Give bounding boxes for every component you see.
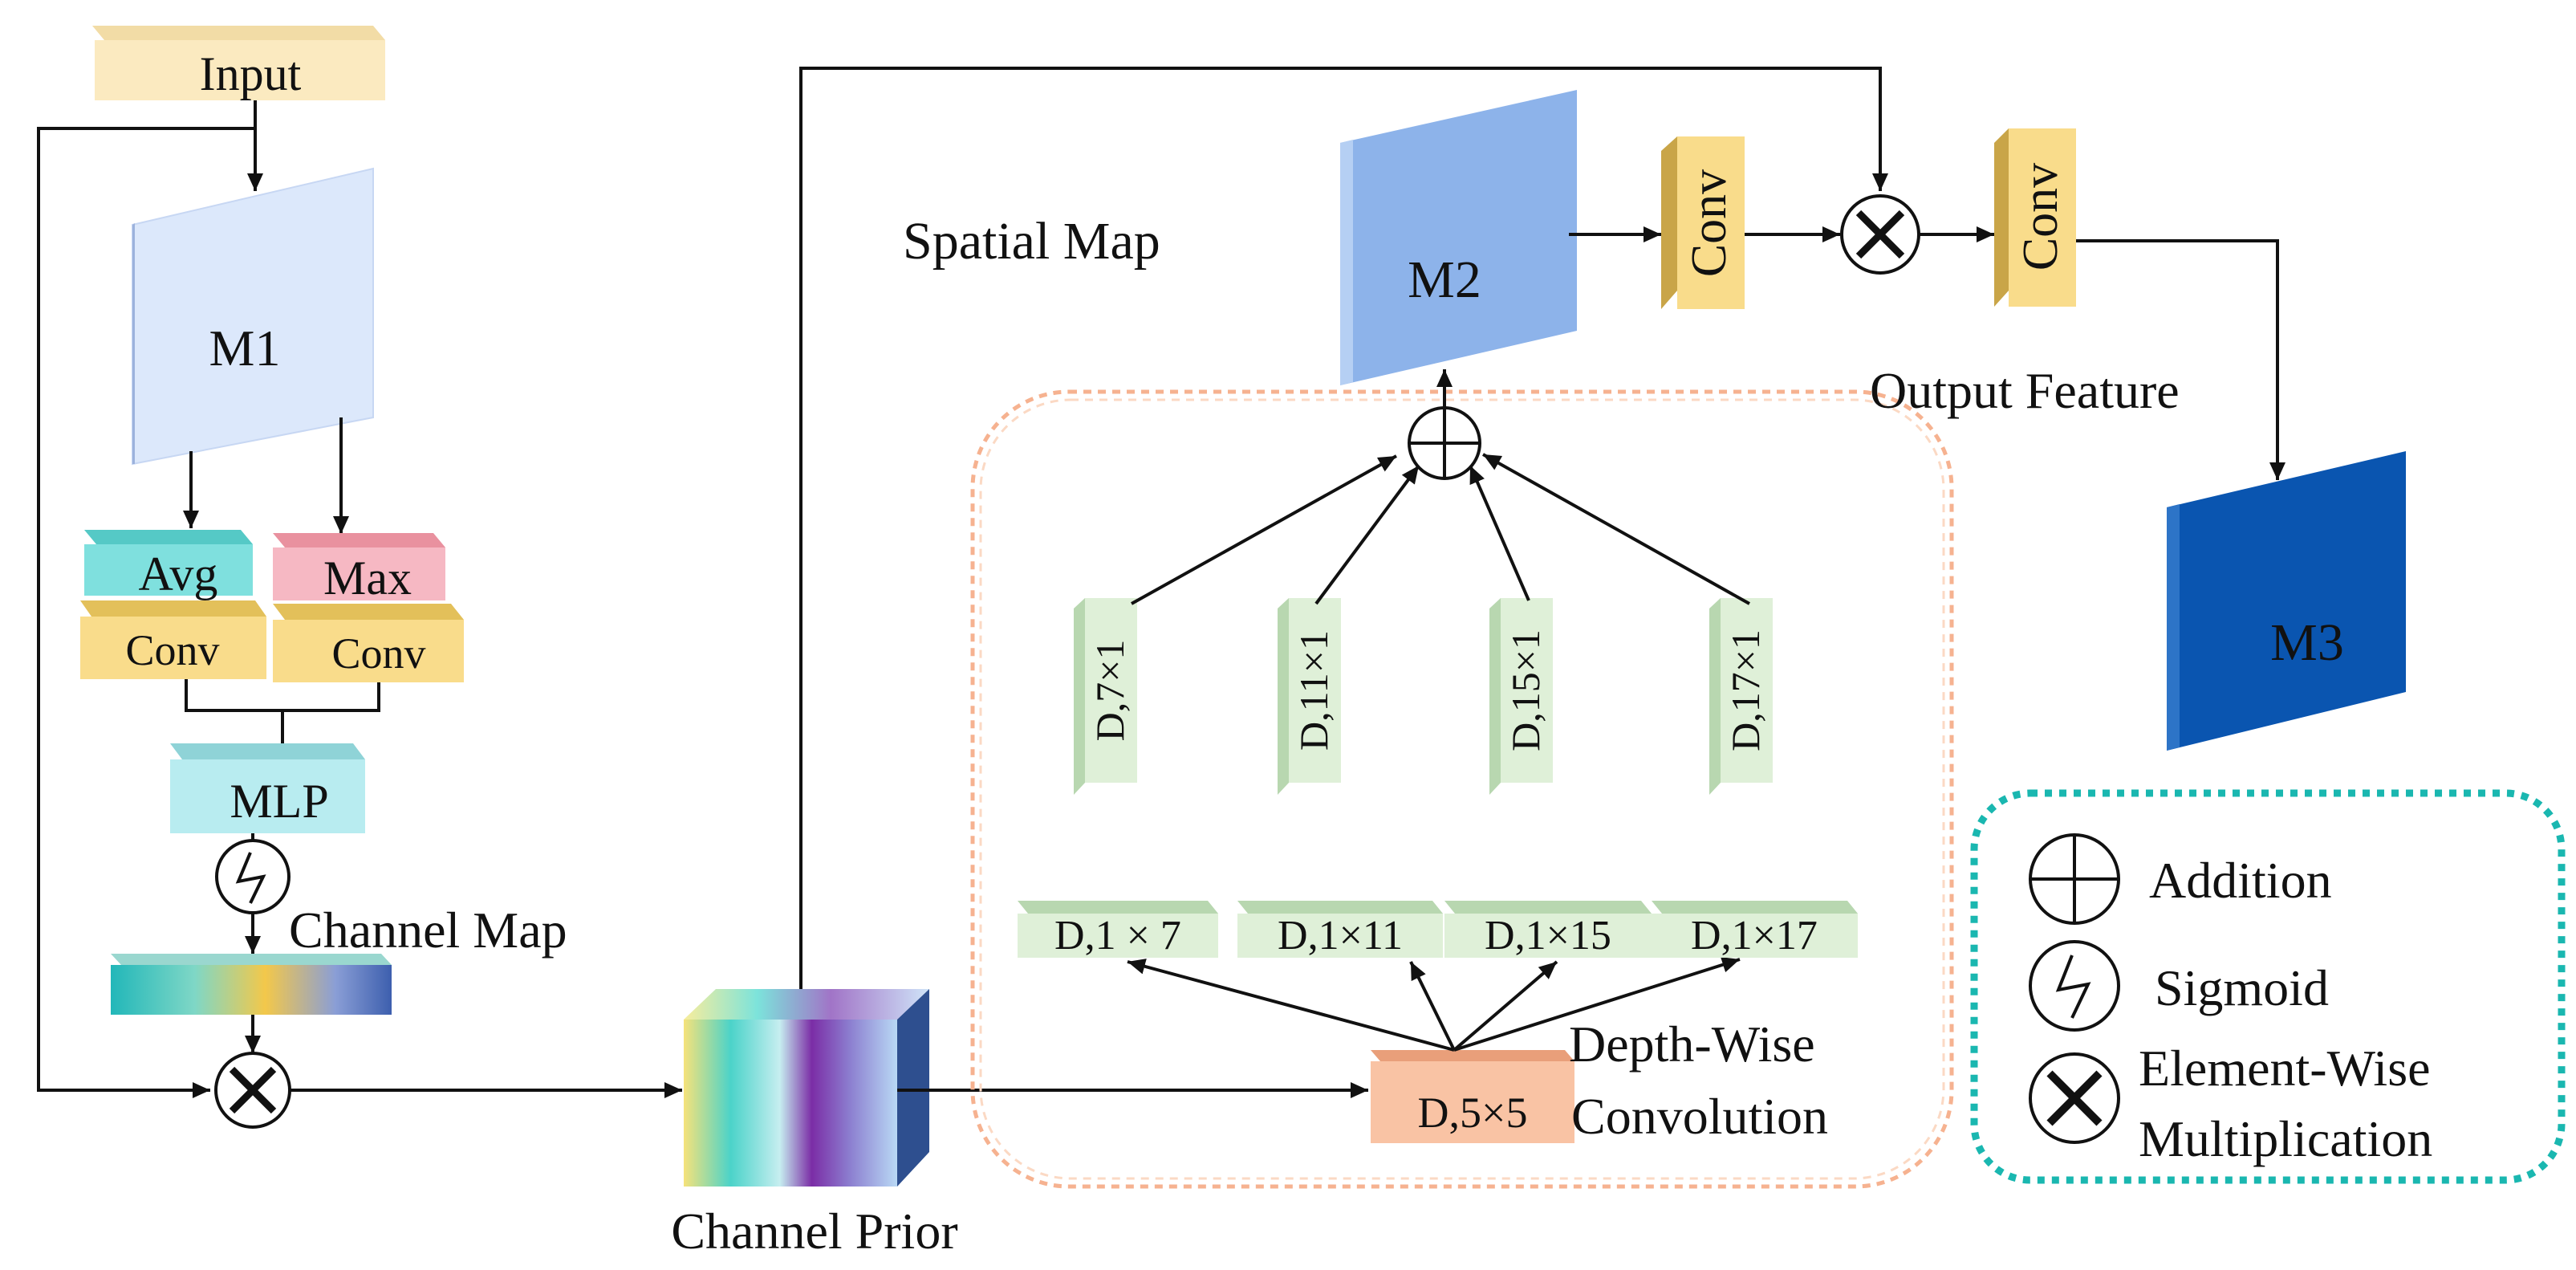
legend-addition-icon (2029, 833, 2120, 925)
conv-out-label: Conv (2013, 163, 2068, 271)
addition-icon (1408, 406, 1481, 480)
avg-pool-block: Avg (84, 530, 253, 600)
max-pool-block: Max (273, 533, 445, 604)
legend-box (1970, 789, 2566, 1184)
m2-label: M2 (1408, 250, 1481, 309)
channel-map-bar (111, 954, 392, 1015)
d5x5-block: D,5×5 (1371, 1050, 1574, 1143)
conv-left-block: Conv (80, 600, 266, 679)
d5x5-to-h7-arrow (1127, 959, 1455, 1052)
mlp-block: MLP (170, 743, 365, 833)
legend-multiplication-label-2: Multiplication (2139, 1110, 2432, 1167)
dw-v-7x1: D,7×1 (1074, 598, 1137, 795)
dw-h-1x11: D,1×11 (1237, 901, 1443, 959)
dw-h-1x7: D,1 × 7 (1018, 901, 1218, 959)
dw-h-1x7-label: D,1 × 7 (1054, 913, 1181, 959)
avg-label: Avg (139, 547, 218, 600)
v11-to-add-arrow (1314, 464, 1420, 605)
prior-to-multiply-arrow (799, 67, 1888, 989)
multiply-icon-left (214, 1052, 291, 1129)
skip-connection-arrow (37, 127, 255, 1098)
legend-addition-label: Addition (2149, 852, 2332, 909)
input-label: Input (200, 47, 302, 100)
channel-map-label: Channel Map (289, 902, 567, 959)
max-label: Max (323, 552, 412, 604)
m3-label: M3 (2270, 613, 2344, 672)
conv-right-block: Conv (273, 604, 464, 682)
depthwise-region (970, 389, 1954, 1189)
d5x5-to-h11-arrow (1409, 961, 1456, 1051)
dw-h-1x11-label: D,1×11 (1278, 913, 1403, 959)
d5x5-to-h17-arrow (1453, 957, 1741, 1052)
legend-multiplication-label-1: Element-Wise (2139, 1040, 2431, 1097)
d5x5-label: D,5×5 (1418, 1089, 1528, 1137)
conv-merge-line (185, 679, 380, 712)
depthwise-label-2: Convolution (1571, 1088, 1828, 1145)
mlp-label: MLP (230, 775, 328, 828)
depthwise-label-1: Depth-Wise (1569, 1016, 1815, 1073)
m3-feature-map: M3 (2167, 451, 2406, 751)
dw-h-1x15-label: D,1×15 (1485, 913, 1611, 959)
d5x5-to-h15-arrow (1453, 960, 1558, 1052)
input-block: Input (92, 26, 385, 100)
dw-v-15x1-label: D,15×1 (1503, 629, 1548, 751)
m2-feature-map: M2 (1340, 90, 1577, 385)
dw-v-7x1-label: D,7×1 (1087, 640, 1132, 742)
dw-v-15x1: D,15×1 (1489, 598, 1553, 795)
dw-v-11x1: D,11×1 (1278, 598, 1341, 795)
spatial-map-label: Spatial Map (903, 212, 1160, 271)
conv-left-label: Conv (125, 626, 219, 674)
channel-prior-cube (684, 989, 929, 1187)
v15-to-add-arrow (1469, 465, 1530, 601)
output-feature-label: Output Feature (1870, 362, 2180, 419)
conv-m2-block: Conv (1661, 136, 1745, 309)
m1-feature-map: M1 (132, 167, 374, 466)
legend-sigmoid-label: Sigmoid (2155, 959, 2329, 1016)
v7-to-add-arrow (1131, 454, 1397, 605)
dw-h-1x15: D,1×15 (1444, 901, 1652, 959)
dw-h-1x17: D,1×17 (1652, 901, 1858, 959)
multiply-icon-top (1840, 194, 1920, 275)
m1-label: M1 (209, 320, 281, 377)
dw-v-11x1-label: D,11×1 (1291, 630, 1336, 751)
dw-v-17x1-label: D,17×1 (1723, 629, 1768, 751)
legend-multiply-icon (2029, 1052, 2120, 1144)
dw-h-1x17-label: D,1×17 (1691, 913, 1818, 959)
channel-prior-label: Channel Prior (671, 1203, 957, 1260)
conv-out-block: Conv (1994, 128, 2076, 307)
conv-m2-label: Conv (1682, 169, 1737, 277)
legend-sigmoid-icon (2029, 940, 2120, 1032)
conv-to-m3-arrow (2076, 239, 2285, 480)
sigmoid-icon (215, 839, 291, 914)
dw-v-17x1: D,17×1 (1709, 598, 1773, 795)
conv-right-label: Conv (331, 629, 425, 678)
v17-to-add-arrow (1482, 453, 1750, 605)
